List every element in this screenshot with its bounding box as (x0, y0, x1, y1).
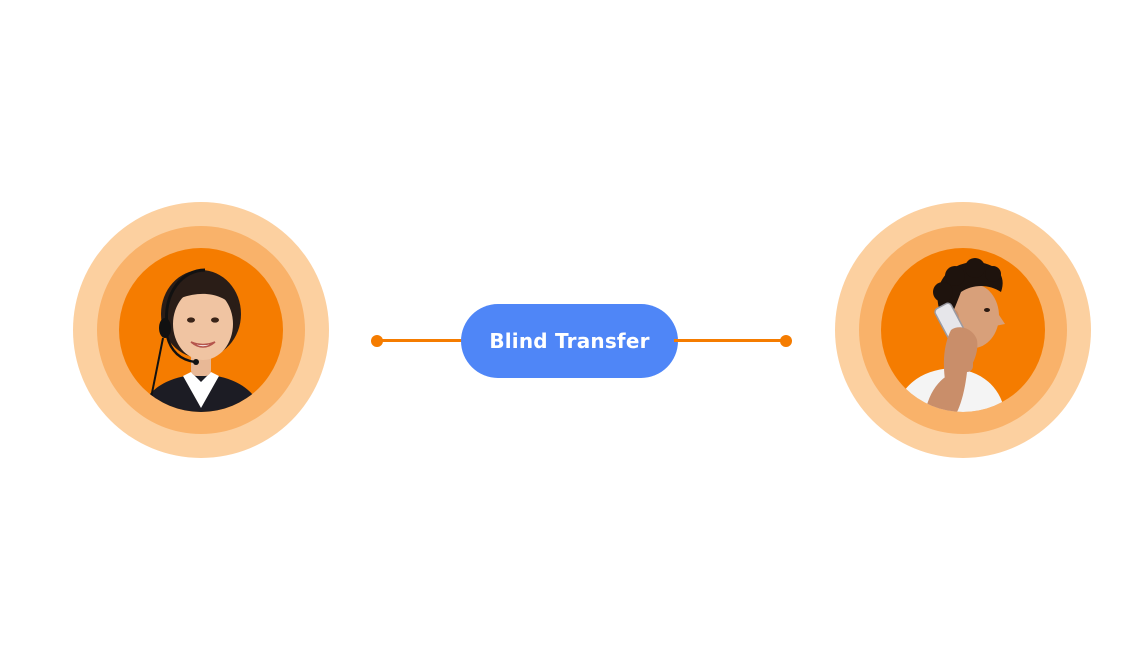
connector-right-line (674, 339, 786, 342)
connector-left-line (377, 339, 467, 342)
connector-right-endpoint (780, 335, 792, 347)
agent-ring-inner (119, 248, 283, 412)
agent-avatar-icon (139, 268, 263, 412)
caller-node (835, 202, 1091, 458)
blind-transfer-button[interactable]: Blind Transfer (461, 304, 678, 378)
agent-node (73, 202, 329, 458)
caller-avatar-icon (895, 258, 1005, 412)
caller-ring-inner (881, 248, 1045, 412)
